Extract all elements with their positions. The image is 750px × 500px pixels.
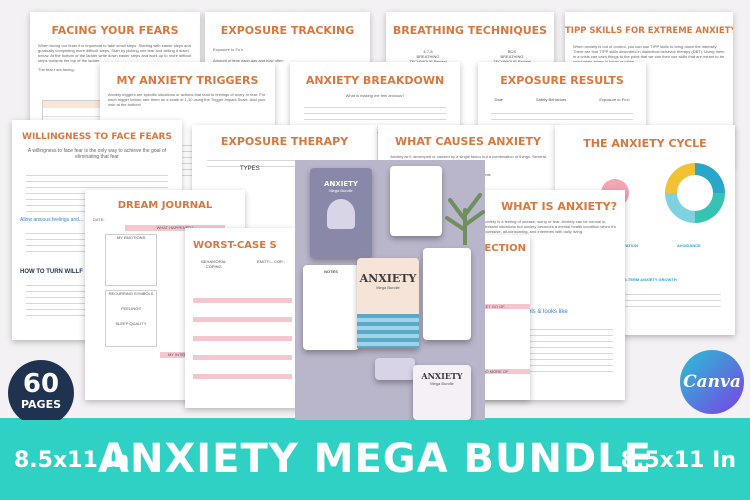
page-title: FACING YOUR FEARS	[51, 24, 179, 37]
notes-page: NOTES	[303, 265, 359, 350]
coping-col: BEHAVIORAL COPING	[201, 259, 227, 269]
cycle-label: AVOIDANCE	[677, 243, 701, 248]
page-body: When facing our fears it is important to…	[38, 43, 192, 63]
page-body: When anxiety is out of control, you can …	[573, 44, 725, 64]
subheading: TYPES	[240, 166, 260, 172]
size-label-left: 8.5x11 In	[14, 448, 130, 473]
page-title: EXPOSURE TRACKING	[220, 24, 355, 37]
subheading: Allow anxious feelings and...	[20, 217, 84, 223]
page-title: EXPOSURE RESULTS	[500, 74, 624, 87]
page-lead: A willingness to face fear is the only w…	[27, 148, 167, 160]
field-label: Amount of time each day and how often	[213, 58, 284, 63]
page-title: THE ANXIETY CYCLE	[583, 137, 707, 150]
page-title: WHAT IS ANXIETY?	[501, 200, 617, 213]
tray	[375, 358, 415, 380]
page-count-badge: 60 PAGES	[8, 360, 74, 420]
question: What is making me feel anxious?	[345, 93, 405, 98]
collage-area: FACING YOUR FEARS When facing our fears …	[0, 0, 750, 420]
page-title: DREAM JOURNAL	[117, 200, 213, 211]
worksheet-page	[390, 166, 442, 236]
figure-illustration	[327, 199, 355, 229]
small-book: ANXIETY Mega Bundle	[413, 365, 471, 420]
page-count: 60	[22, 369, 60, 399]
field-label: Exposure to Fo'u	[213, 47, 244, 52]
page-count-label: PAGES	[20, 398, 62, 411]
spiral-notebook: ANXIETY Mega Bundle	[310, 168, 372, 258]
page-worst-case: WORST-CASE S BEHAVIORAL COPING EMOTI... …	[185, 228, 300, 408]
book-title: ANXIETY	[359, 272, 417, 285]
page-title: WILLINGNESS TO FACE FEARS	[22, 132, 172, 142]
coping-col: EMOTI... COP...	[256, 259, 286, 264]
subheading: HOW TO TURN WILLF	[20, 269, 83, 275]
checklist-page	[423, 248, 471, 340]
technique-name: 4-7-8	[423, 49, 433, 54]
book-subtitle: Mega Bundle	[329, 188, 353, 193]
subheading: feels & looks like	[523, 309, 568, 315]
section-header: WHAT HAPPENED?	[125, 225, 225, 231]
page-title: BREATHING TECHNIQUES	[392, 24, 548, 37]
book-subtitle: Mega Bundle	[376, 285, 400, 290]
emotions-box: MY EMOTIONS	[105, 234, 157, 286]
symbols-box: RECURRING SYMBOLS FEELINGS SLEEP QUALITY	[105, 290, 157, 347]
page-title: WORST-CASE S	[193, 240, 277, 251]
title-banner: 8.5x11 In ANXIETY MEGA BUNDLE 8.5x11 In	[0, 418, 750, 500]
book-title: ANXIETY	[421, 371, 463, 381]
page-title: EXPOSURE THERAPY	[220, 135, 349, 148]
size-label-right: 8.5x11 In	[620, 448, 736, 473]
cycle-label: LONG-TERM ANXIETY GROWTH	[615, 277, 677, 282]
page-body: Anxiety triggers are specific situations…	[108, 92, 266, 107]
page-body: Anxiety is a feeling of unease, worry or…	[483, 219, 616, 234]
page-title: MY ANXIETY TRIGGERS	[116, 74, 259, 87]
fear-label: The fear I am facing:	[38, 67, 75, 72]
plant-decoration	[445, 190, 485, 247]
page-title: TIPP SKILLS FOR EXTREME ANXIETY	[565, 26, 733, 36]
prompt: I NEED TO LET GO OF...	[440, 304, 530, 309]
date-label: DATE:	[93, 217, 105, 222]
mockup-panel: ANXIETY Mega Bundle NOTES ANXIETY Mega B…	[295, 160, 485, 420]
page-title: ECTION	[484, 243, 526, 254]
book-subtitle: Mega Bundle	[430, 381, 454, 386]
notes-label: NOTES	[324, 269, 338, 274]
canva-logo-text: Canva	[683, 372, 741, 392]
canva-logo: Canva	[680, 350, 744, 414]
page-title: WHAT CAUSES ANXIETY	[395, 135, 541, 148]
column-header: Safety Behaviors	[536, 97, 567, 102]
wave-illustration	[357, 314, 419, 348]
column-header: Exposure to Fo'u	[599, 97, 630, 102]
technique-name: BOX	[507, 49, 517, 54]
prompt: I NEED TO DO MORE OF	[440, 369, 530, 374]
main-book: ANXIETY Mega Bundle	[357, 258, 419, 348]
book-title: ANXIETY	[324, 180, 358, 188]
banner-title: ANXIETY MEGA BUNDLE	[98, 436, 652, 482]
page-title: ANXIETY BREAKDOWN	[305, 74, 445, 87]
column-header: Date	[494, 97, 503, 102]
